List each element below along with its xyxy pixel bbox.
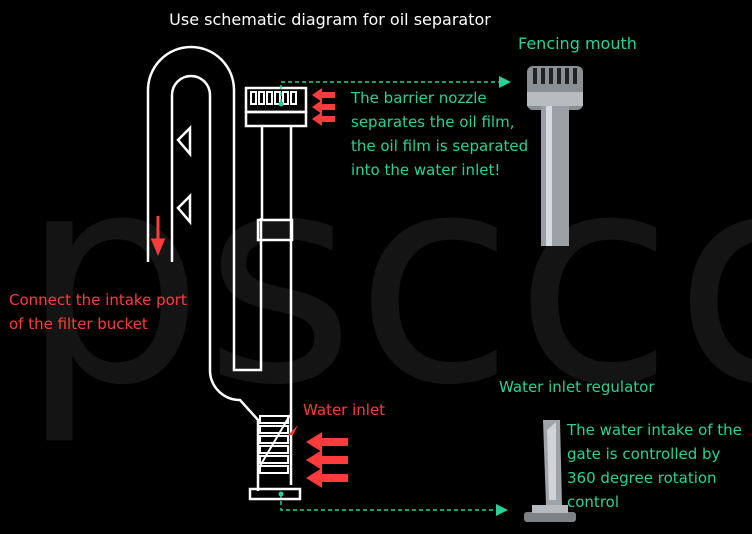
base-plate bbox=[248, 487, 302, 501]
fin-lower bbox=[176, 192, 192, 226]
nozzle-teeth bbox=[250, 91, 297, 105]
barrier-line: into the water inlet! bbox=[351, 161, 501, 179]
intake-line: of the filter bucket bbox=[9, 315, 148, 333]
down-arrow-icon bbox=[150, 216, 166, 256]
left-arrow-icon bbox=[312, 100, 335, 114]
barrier-line: the oil film is separated bbox=[351, 137, 529, 155]
regulator-image bbox=[524, 420, 576, 522]
watermark-text: psccc bbox=[20, 112, 752, 449]
regulator-line: control bbox=[567, 493, 619, 511]
barrier-line: separates the oil film, bbox=[351, 113, 515, 131]
intake-pipe-inner bbox=[170, 74, 260, 491]
left-arrow-icon bbox=[306, 432, 348, 452]
red-arrows bbox=[150, 88, 348, 488]
nozzle-collar bbox=[244, 110, 308, 128]
regulator-line: 360 degree rotation bbox=[567, 469, 717, 487]
regulator-line: gate is controlled by bbox=[567, 445, 721, 463]
nozzle-connector bbox=[280, 76, 511, 103]
regulator-title: Water inlet regulator bbox=[499, 378, 655, 396]
fencing-mouth-image bbox=[527, 66, 583, 246]
intake-line: Connect the intake port bbox=[9, 291, 187, 309]
regulator-line: The water intake of the bbox=[567, 421, 742, 439]
left-arrow-icon bbox=[312, 88, 335, 102]
left-arrow-icon bbox=[306, 468, 348, 488]
intake-description: Connect the intake port of the filter bu… bbox=[9, 288, 187, 336]
water-inlet-label: Water inlet bbox=[303, 401, 386, 419]
barrier-line: The barrier nozzle bbox=[351, 89, 487, 107]
barrier-description: The barrier nozzle separates the oil fil… bbox=[351, 86, 528, 182]
intake-pipe-outer bbox=[146, 45, 263, 372]
water-inlet-grille bbox=[259, 414, 291, 474]
left-arrow-icon bbox=[306, 450, 348, 470]
column-joint bbox=[256, 218, 294, 242]
fencing-mouth-label: Fencing mouth bbox=[518, 34, 637, 53]
regulator-connector bbox=[280, 494, 508, 516]
intake-column bbox=[260, 126, 293, 485]
left-arrow-icon bbox=[312, 112, 335, 126]
regulator-description: The water intake of the gate is controll… bbox=[567, 418, 742, 514]
fin-upper bbox=[176, 124, 192, 158]
page-title: Use schematic diagram for oil separator bbox=[169, 10, 491, 29]
